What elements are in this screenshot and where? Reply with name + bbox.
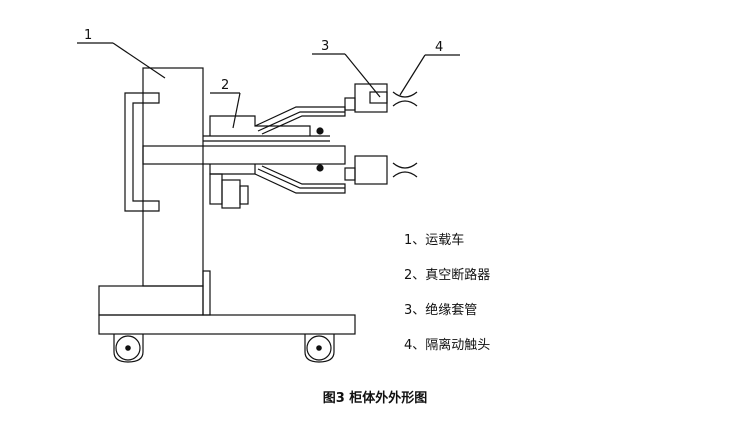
svg-text:2: 2	[221, 78, 229, 93]
callout-3: 3	[312, 39, 381, 98]
trolley-base	[98, 314, 356, 335]
breaker-shaft	[142, 145, 346, 165]
breaker-mechanism	[221, 179, 241, 209]
legend-item-vacuum-breaker: 2、真空断路器	[404, 268, 491, 283]
svg-text:3: 3	[321, 39, 329, 54]
callout-4: 4	[399, 40, 460, 96]
trolley-handle	[124, 92, 160, 212]
callout-2: 2	[210, 78, 241, 129]
lower-contact-housing	[344, 167, 356, 181]
callout-1: 1	[77, 28, 166, 79]
upper-contact-housing	[344, 97, 356, 111]
breaker-upper-housing	[209, 115, 311, 136]
legend-item-isolating-contact: 4、隔离动触头	[404, 338, 491, 353]
trolley-column	[142, 67, 204, 287]
wheel-left	[113, 334, 144, 363]
figure-caption: 图3 柜体外外形图	[322, 391, 428, 406]
svg-text:1: 1	[84, 28, 92, 43]
svg-text:4: 4	[435, 40, 443, 55]
trolley	[98, 67, 356, 363]
insulating-bushings	[254, 83, 388, 194]
wheel-right	[304, 334, 335, 363]
legend-item-trolley: 1、运载车	[404, 233, 465, 248]
isolating-contacts	[392, 91, 418, 178]
trolley-post	[202, 270, 211, 316]
trolley-lower-block	[98, 285, 204, 316]
legend-item-insulating-bushing: 3、绝缘套管	[404, 303, 478, 318]
vacuum-breaker	[142, 115, 346, 209]
